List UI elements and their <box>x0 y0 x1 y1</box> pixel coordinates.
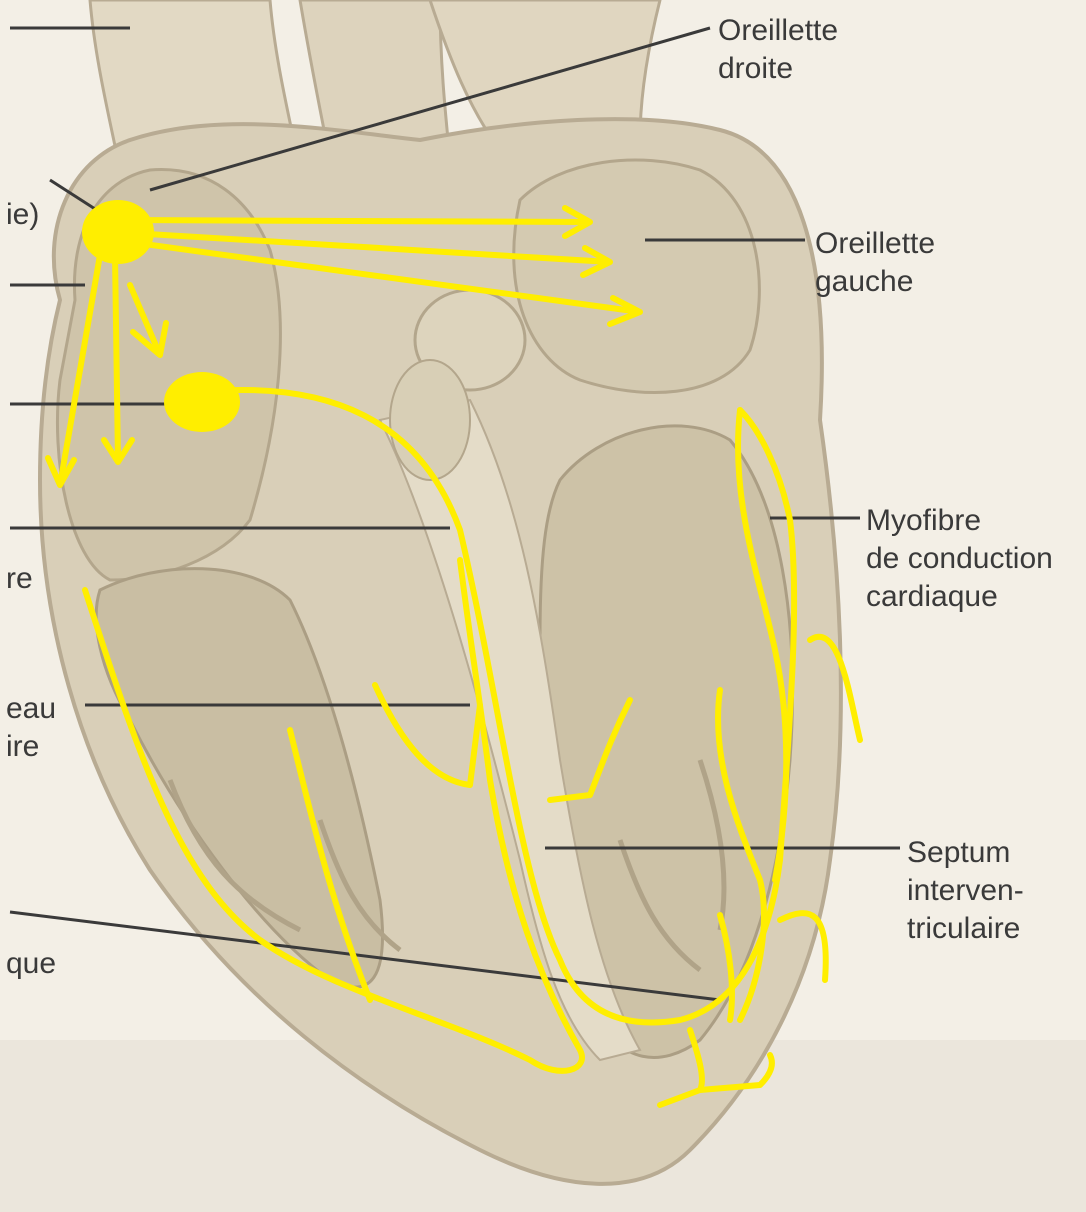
label-oreillette-gauche-line1: Oreillette <box>815 225 935 263</box>
atrioventricular-node <box>164 372 240 432</box>
label-partial-eau: eau ire <box>6 690 56 766</box>
label-myofibre-line1: Myofibre <box>866 502 1053 540</box>
heart-body <box>40 0 841 1184</box>
label-myofibre: Myofibre de conduction cardiaque <box>866 502 1053 616</box>
label-partial-eau-line1: eau <box>6 690 56 728</box>
label-septum: Septum interven- triculaire <box>907 834 1024 948</box>
label-partial-ie: ie) <box>6 196 39 234</box>
label-oreillette-droite-line1: Oreillette <box>718 12 838 50</box>
label-oreillette-droite-line2: droite <box>718 50 838 88</box>
label-myofibre-line3: cardiaque <box>866 578 1053 616</box>
label-septum-line2: interven- <box>907 872 1024 910</box>
label-oreillette-gauche: Oreillette gauche <box>815 225 935 301</box>
label-septum-line3: triculaire <box>907 910 1024 948</box>
label-myofibre-line2: de conduction <box>866 540 1053 578</box>
sinoatrial-node <box>82 200 154 264</box>
label-oreillette-gauche-line2: gauche <box>815 263 935 301</box>
label-partial-re: re <box>6 560 33 598</box>
label-partial-eau-line2: ire <box>6 728 56 766</box>
label-oreillette-droite: Oreillette droite <box>718 12 838 88</box>
label-septum-line1: Septum <box>907 834 1024 872</box>
label-partial-que: que <box>6 945 56 983</box>
